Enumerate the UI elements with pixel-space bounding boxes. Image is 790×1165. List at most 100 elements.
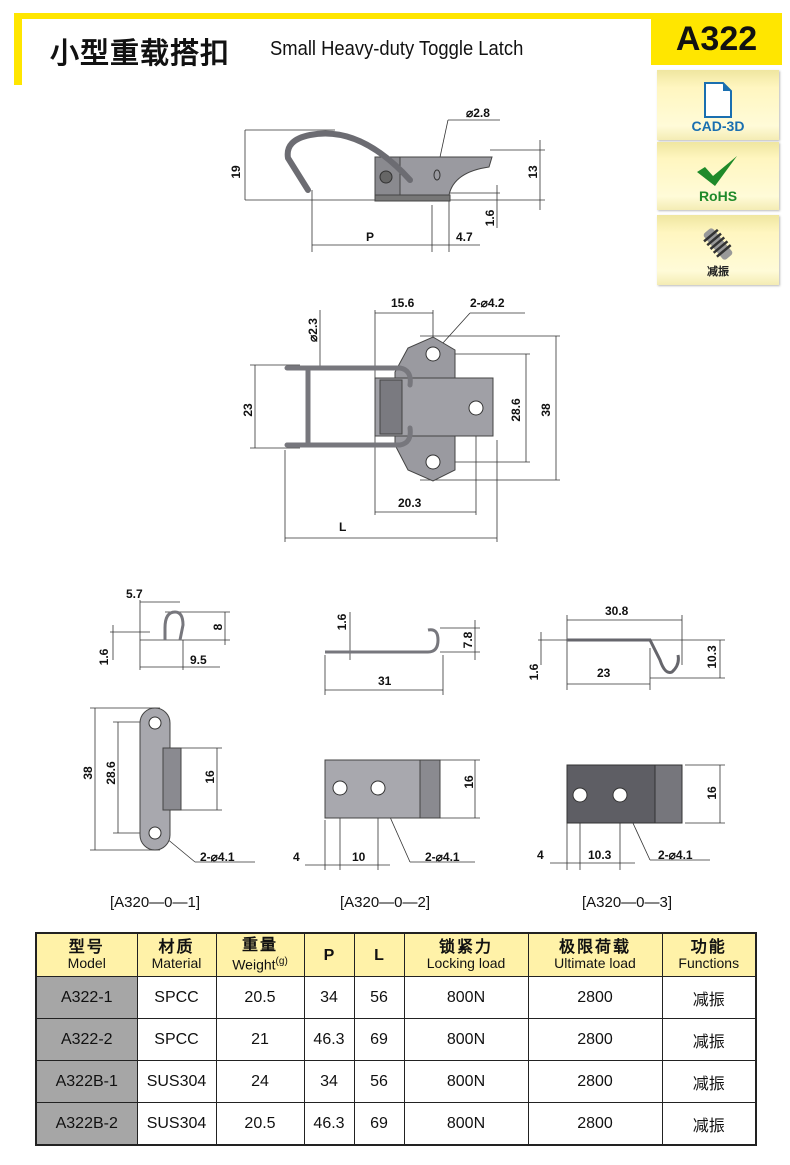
header-en-text: Weight — [232, 956, 276, 973]
dim: 2-⌀4.1 — [658, 848, 693, 862]
table-cell: 2800 — [527, 976, 663, 1019]
header-accent-bar — [14, 13, 654, 19]
dim: 38 — [81, 766, 95, 780]
dim-plate: 38 — [539, 403, 553, 417]
header-cn: 材质 — [158, 937, 195, 956]
header-unit: (g) — [275, 956, 288, 968]
spring-icon — [703, 228, 733, 260]
column-header: P — [303, 932, 355, 977]
dim-hole-diameter: ⌀2.8 — [466, 106, 490, 120]
table-cell: 800N — [403, 1102, 529, 1146]
header-cn: 极限荷载 — [558, 937, 631, 956]
model-cell: A322-1 — [35, 976, 138, 1019]
table-cell: SPCC — [136, 1018, 217, 1061]
column-header: L — [353, 932, 405, 977]
table-cell: 减振 — [661, 1060, 757, 1103]
check-icon — [697, 156, 737, 186]
dim-height: 19 — [229, 165, 243, 179]
part-code: [A320—0—3] — [582, 894, 672, 911]
header-en-text: Model — [67, 955, 106, 971]
header-en: Model — [37, 955, 137, 972]
dim: 31 — [378, 674, 392, 688]
table-cell: 56 — [353, 976, 405, 1019]
dim: 5.7 — [126, 587, 143, 601]
badge-rohs[interactable]: RoHS — [657, 142, 779, 210]
dim-15-6: 15.6 — [391, 296, 415, 310]
part-code: [A320—0—1] — [110, 894, 200, 911]
dim-pitch: 28.6 — [509, 398, 523, 422]
table-cell: 2800 — [527, 1018, 663, 1061]
title-chinese: 小型重载搭扣 — [50, 36, 231, 70]
header-cn: 型号 — [68, 937, 105, 956]
dim: 1.6 — [335, 613, 349, 630]
title-english: Small Heavy-duty Toggle Latch — [270, 38, 524, 60]
table-cell: 800N — [403, 1018, 529, 1061]
header-en-text: Functions — [678, 955, 740, 971]
table-cell: 69 — [353, 1102, 405, 1146]
badge-label: 减振 — [707, 266, 729, 278]
header-en-text: Material — [151, 955, 202, 971]
model-cell: A322B-2 — [35, 1102, 138, 1146]
table-cell: SUS304 — [136, 1102, 217, 1146]
header-en: P — [305, 947, 354, 964]
dim: 4 — [537, 848, 544, 862]
dim-20-3: 20.3 — [398, 496, 422, 510]
dim: 16 — [705, 786, 719, 800]
dim-holes: 2-⌀4.2 — [470, 296, 505, 310]
table-cell: 46.3 — [303, 1102, 355, 1146]
dim: 30.8 — [605, 604, 629, 618]
dim-width: 23 — [241, 403, 255, 417]
table-cell: 69 — [353, 1018, 405, 1061]
table-cell: SUS304 — [136, 1060, 217, 1103]
dim: 10 — [352, 850, 366, 864]
badge-vibration-damping[interactable]: 减振 — [657, 215, 779, 285]
header-cn: 功能 — [690, 937, 727, 956]
part-code: [A320—0—2] — [340, 894, 430, 911]
header-en-text: Ultimate load — [554, 955, 636, 971]
dim: 16 — [203, 770, 217, 784]
header-en-text: Locking load — [426, 955, 506, 971]
table-cell: 34 — [303, 976, 355, 1019]
header-en: Ultimate load — [529, 955, 662, 972]
badge-cad-3d[interactable]: CAD-3D — [657, 70, 779, 140]
dim: 2-⌀4.1 — [425, 850, 460, 864]
model-cell: A322B-1 — [35, 1060, 138, 1103]
dimension-lines — [90, 119, 725, 870]
dim: 9.5 — [190, 653, 207, 667]
part-shapes — [139, 130, 683, 851]
dim-plate-height: 13 — [526, 165, 540, 179]
header-en-text: L — [374, 946, 384, 964]
header-en: Weight(g) — [217, 953, 304, 974]
table-cell: 减振 — [661, 1102, 757, 1146]
table-cell: 减振 — [661, 1018, 757, 1061]
table-cell: 21 — [215, 1018, 305, 1061]
table-cell: 2800 — [527, 1102, 663, 1146]
dim: 10.3 — [588, 848, 612, 862]
table-cell: 800N — [403, 976, 529, 1019]
dim: 7.8 — [461, 631, 475, 648]
file-icon — [704, 82, 732, 118]
dim-wire: ⌀2.3 — [306, 318, 320, 342]
dim-offset: 4.7 — [456, 230, 473, 244]
dim: 1.6 — [97, 648, 111, 665]
table-cell: 20.5 — [215, 976, 305, 1019]
dim-l: L — [339, 520, 346, 534]
table-cell: SPCC — [136, 976, 217, 1019]
dim-thickness: 1.6 — [483, 209, 497, 226]
header-en: Locking load — [405, 955, 528, 972]
model-cell: A322-2 — [35, 1018, 138, 1061]
header-cn: 锁紧力 — [438, 937, 493, 956]
table-cell: 56 — [353, 1060, 405, 1103]
dim: 2-⌀4.1 — [200, 850, 235, 864]
table-cell: 46.3 — [303, 1018, 355, 1061]
